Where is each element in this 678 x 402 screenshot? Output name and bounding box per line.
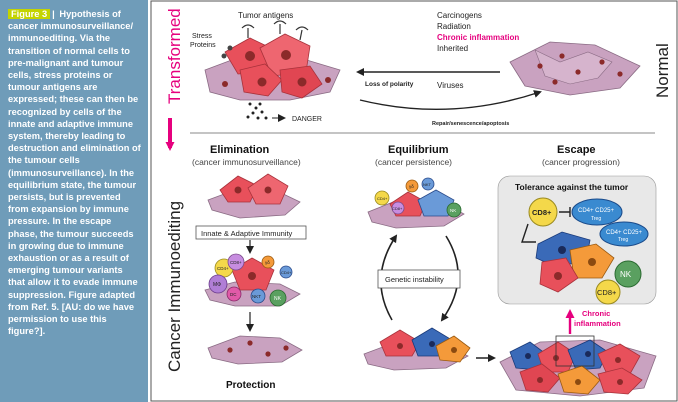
elim-dc [226,286,242,302]
escape-tumor-in-panel [535,231,615,293]
cause-radiation: Radiation [437,22,471,31]
inhibition-mark-2 [521,223,536,243]
equilibrium-top-cluster [367,177,465,229]
elim-gd-cell [261,255,275,269]
elim-macrophage [208,274,228,294]
figure-caption: Figure 3| Hypothesis of cancer immunosur… [8,8,142,337]
equi-cell-label-gd: γδ [409,184,414,189]
elim-cell-label-dc: DC [230,292,237,297]
elim-cd4b-cell [279,265,293,279]
repair-arrow [359,90,542,111]
protection-label: Protection [226,380,275,391]
caption-text: Hypothesis of cancer immunosurveillance/… [8,9,141,337]
equi-cell-label-cd8: CD8+ [392,206,403,211]
elim-cell-label-mf: MΦ [213,282,221,288]
escape-nk-label: NK [620,270,632,279]
normal-tissue [509,41,641,96]
escape-treg-1 [571,198,623,226]
escape-treg-2 [599,221,649,247]
transformed-label: Transformed [165,8,184,104]
immunoediting-label: Cancer Immunoediting [165,201,184,372]
escape-cd8-cell [528,197,558,227]
escape-cd8b-label: CD8+ [597,288,617,297]
escape-treg1-sub: Treg [591,216,601,222]
escape-nk-cell [614,260,642,288]
genetic-instability-label: Genetic instability [385,275,444,284]
elimination-subtitle: (cancer immunosurveillance) [192,157,301,167]
cause-inherited: Inherited [437,44,468,53]
escape-large-tumor [499,335,657,397]
equi-cell-label-cd4: CD4+ [377,196,388,201]
immunity-box-label: Innate & Adaptive Immunity [201,229,293,238]
caption-separator: | [52,9,55,19]
immunoediting-diagram: Transformed Normal Cancer Immunoediting [150,0,678,402]
tumor-antigens-label: Tumor antigens [238,11,293,20]
elim-cell-label-gd: γδ [265,260,270,265]
escape-title: Escape [557,144,596,156]
cause-carcinogens: Carcinogens [437,11,482,20]
elimination-normal-tissue [207,335,303,365]
repair-label: Repair/senescence/apoptosis [432,121,509,127]
elim-cell-label-nk: NK [274,296,282,302]
elim-cell-label-nkt: NKT [252,294,261,299]
escape-treg2-sub: Treg [618,237,628,243]
figure-label: Figure 3 [8,9,51,19]
escape-cd8-label: CD8+ [532,208,552,217]
equilibrium-bottom-cluster [363,327,471,371]
escape-treg1-label: CD4+ CD25+ [578,208,615,214]
tolerance-title: Tolerance against the tumor [515,182,629,192]
elim-cell-label-cd4b: CD4+ [281,270,292,275]
normal-label: Normal [653,43,672,98]
elim-nkt-cell [250,288,266,304]
elimination-immune-attack [204,253,301,307]
equi-cell-label-nkt: NKT [423,182,432,187]
equilibrium-title: Equilibrium [388,144,449,156]
caption-panel: Figure 3| Hypothesis of cancer immunosur… [0,0,148,402]
loss-of-polarity-label: Loss of polarity [365,81,414,88]
tumor-cluster-top [204,20,341,120]
elim-cd8-cell [227,253,245,271]
cause-chronic-inflammation: Chronic inflammation [437,33,519,42]
escape-chronic-inflammation-1: Chronic [582,309,610,318]
viruses-label: Viruses [437,81,464,90]
elim-nk-cell [269,289,287,307]
escape-subtitle: (cancer progression) [542,157,620,167]
inhibition-mark-1 [559,207,571,217]
danger-label: DANGER [292,116,322,123]
equi-cell-label-nk: NK [450,208,456,213]
elim-cell-label-cd4: CD4+ [217,266,229,271]
genetic-instability-box [377,269,461,289]
immunity-box [195,225,307,240]
stress-proteins-label-2: Proteins [190,42,216,49]
elimination-tumor-cluster [207,173,301,219]
stress-proteins-label-1: Stress [192,33,212,40]
equilibrium-subtitle: (cancer persistence) [375,157,452,167]
escape-cd8b-cell [595,279,621,305]
elim-cell-label-cd8: CD8+ [230,260,242,265]
elimination-title: Elimination [210,144,270,156]
escape-chronic-inflammation-2: inflammation [574,319,621,328]
escape-treg2-label: CD4+ CD25+ [606,230,643,236]
